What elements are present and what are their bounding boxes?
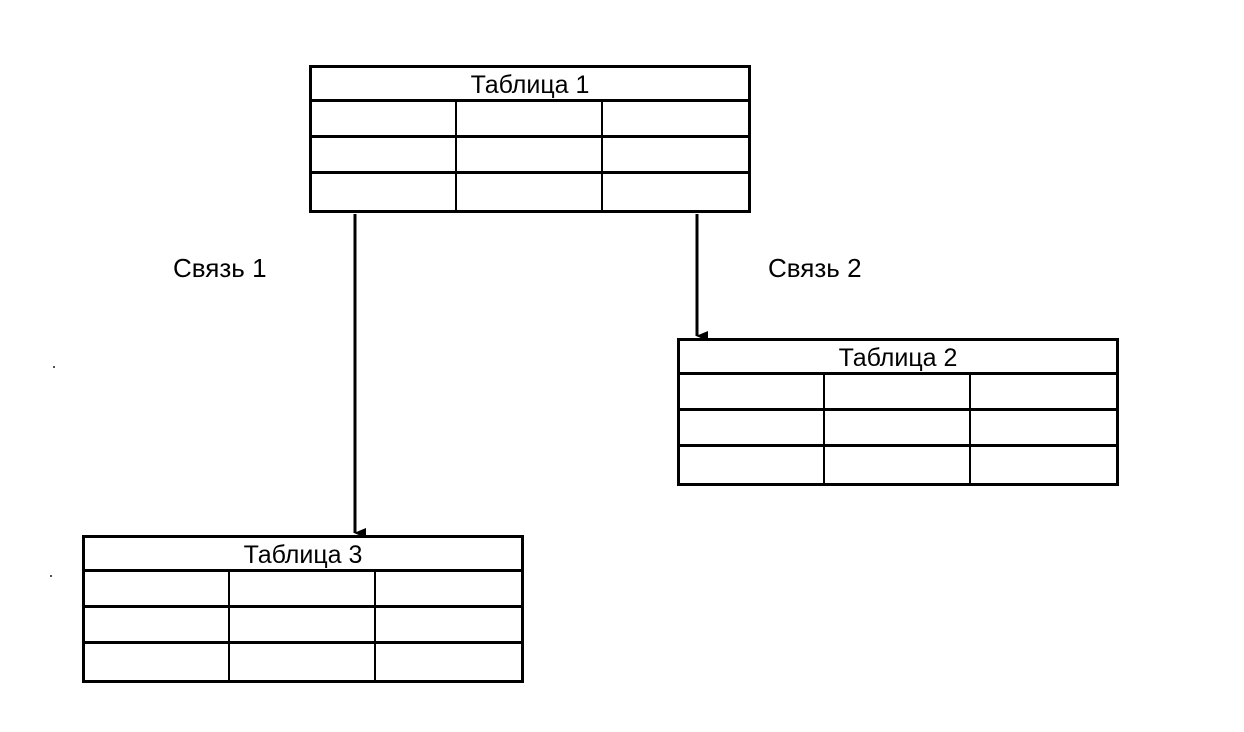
table-cell bbox=[680, 411, 826, 447]
table-cell bbox=[376, 644, 521, 680]
table-2-title: Таблица 2 bbox=[680, 341, 1116, 375]
table-cell bbox=[970, 411, 1116, 447]
table-cell bbox=[85, 572, 231, 608]
table-cell bbox=[680, 447, 826, 483]
table-cell bbox=[680, 375, 826, 411]
table-cell bbox=[825, 447, 971, 483]
table-cell bbox=[230, 608, 376, 644]
table-2-box: Таблица 2 bbox=[677, 338, 1119, 486]
table-cell bbox=[230, 572, 376, 608]
table-1-box: Таблица 1 bbox=[309, 65, 751, 213]
table-2-grid bbox=[680, 375, 1116, 483]
table-cell bbox=[457, 102, 603, 138]
table-cell bbox=[312, 102, 458, 138]
table-cell bbox=[602, 138, 748, 174]
table-cell bbox=[970, 375, 1116, 411]
table-cell bbox=[375, 608, 521, 644]
scan-speck bbox=[50, 575, 52, 577]
table-cell bbox=[825, 411, 971, 447]
relation-1-label: Связь 1 bbox=[173, 253, 267, 283]
table-cell bbox=[602, 102, 748, 138]
table-3-title: Таблица 3 bbox=[85, 538, 521, 572]
scan-speck bbox=[53, 366, 55, 368]
table-3-box: Таблица 3 bbox=[82, 535, 524, 683]
table-cell bbox=[375, 572, 521, 608]
table-1-grid bbox=[312, 102, 748, 210]
table-3-grid bbox=[85, 572, 521, 680]
table-cell bbox=[312, 138, 458, 174]
relation-2-label: Связь 2 bbox=[768, 253, 862, 283]
table-cell bbox=[825, 375, 971, 411]
table-cell bbox=[312, 174, 458, 210]
table-cell bbox=[230, 644, 376, 680]
table-cell bbox=[603, 174, 748, 210]
table-cell bbox=[457, 174, 603, 210]
table-1-title: Таблица 1 bbox=[312, 68, 748, 102]
table-cell bbox=[971, 447, 1116, 483]
table-cell bbox=[457, 138, 603, 174]
table-cell bbox=[85, 644, 231, 680]
table-cell bbox=[85, 608, 231, 644]
